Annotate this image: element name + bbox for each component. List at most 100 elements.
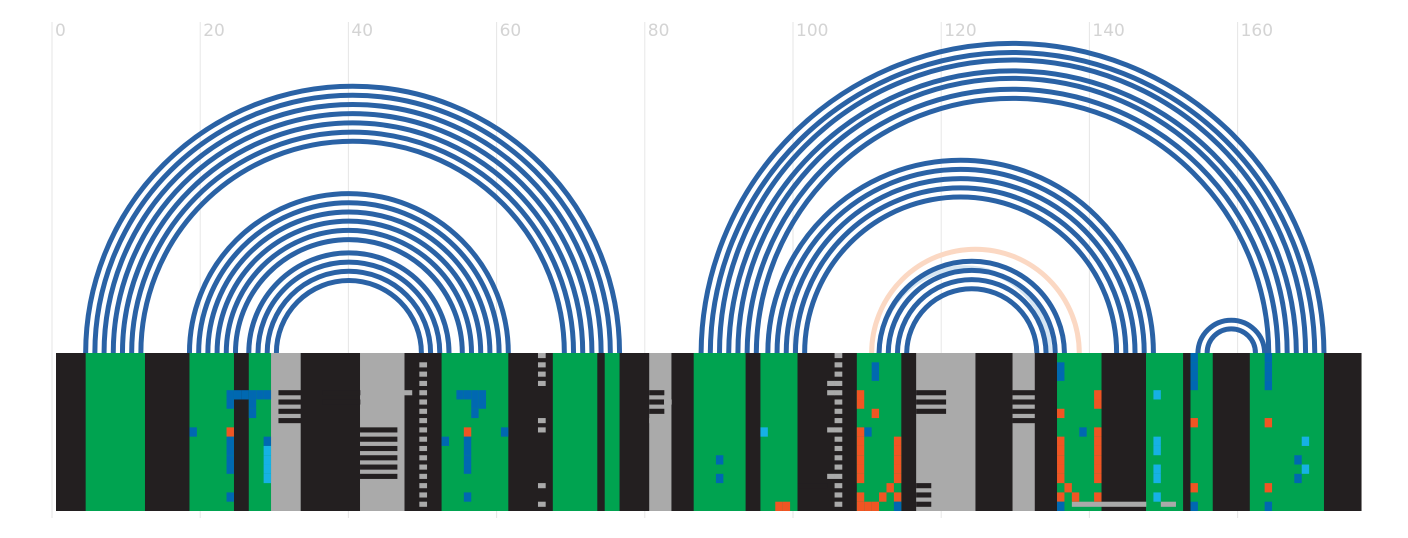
segment-unpaired <box>1034 353 1058 511</box>
mutation-cell <box>893 473 902 484</box>
mutation-cell <box>226 436 234 446</box>
tick-label-100: 100 <box>796 21 828 41</box>
segment-unpaired <box>975 353 1014 511</box>
mutation-cell <box>1264 483 1273 493</box>
mutation-cell <box>715 473 724 484</box>
mutation-cell <box>864 501 872 511</box>
arc-helix-0-pair-2 <box>101 101 604 354</box>
cell-unpaired <box>360 464 398 470</box>
mutation-cell <box>856 492 865 502</box>
mutation-cell <box>471 390 479 400</box>
cell-gap <box>827 427 835 433</box>
segment-paired <box>248 353 272 511</box>
arc-helix-0-pair-3 <box>110 111 595 354</box>
cell-unpaired <box>649 408 665 414</box>
arc-helix-3-pair-6 <box>753 95 1272 354</box>
mutation-cell <box>463 445 472 456</box>
cell-gap <box>664 399 672 405</box>
cell-unpaired <box>360 436 398 442</box>
mutation-cell <box>1190 353 1198 363</box>
cell-gap <box>834 464 843 470</box>
mutation-cell <box>463 455 472 465</box>
cell-gap <box>537 371 546 377</box>
tick-label-160: 160 <box>1241 21 1273 41</box>
mutation-cell <box>463 436 472 446</box>
base-pair-arcs <box>83 40 1327 354</box>
mutation-cell <box>1057 371 1065 381</box>
cell-gap <box>834 399 843 405</box>
arc-helix-3-pair-4 <box>735 75 1290 354</box>
segment-gap <box>271 353 302 511</box>
cell-gap <box>834 371 843 377</box>
mutation-cell <box>1057 464 1065 474</box>
mutation-cell <box>856 473 865 484</box>
cell-gap <box>419 362 428 368</box>
mutation-cell <box>226 399 234 409</box>
mutation-cell <box>1094 464 1102 474</box>
cell-gap <box>419 492 428 498</box>
mutation-cell <box>1190 371 1198 381</box>
tick-label-20: 20 <box>203 21 225 41</box>
mutation-cell <box>1057 473 1065 484</box>
mutation-cell <box>1064 483 1072 493</box>
mutation-cell <box>1094 427 1102 437</box>
mutation-cell <box>1094 455 1102 465</box>
cell-gap <box>834 353 843 359</box>
tick-label-80: 80 <box>648 21 670 41</box>
cell-gap <box>419 483 428 489</box>
segment-unpaired <box>619 353 650 511</box>
cell-gap <box>419 445 428 452</box>
arc-helix-4-pair-4 <box>802 194 1120 354</box>
mutation-cell <box>856 455 865 465</box>
cell-unpaired <box>916 390 947 396</box>
cell-gap <box>834 492 843 498</box>
mutation-cell <box>1071 492 1080 502</box>
segment-unpaired <box>1212 353 1251 511</box>
mutation-cell <box>1094 492 1102 502</box>
arc-helix-3-pair-2 <box>717 57 1309 354</box>
mutation-cell <box>1294 455 1302 465</box>
cell-gap <box>834 473 843 479</box>
mutation-cell <box>871 371 880 381</box>
mutation-cell <box>893 464 902 474</box>
arc-helix-4-pair-2 <box>783 176 1138 354</box>
mutation-cell <box>263 473 272 484</box>
mutation-cell <box>1079 427 1087 437</box>
mutation-cell <box>856 427 865 437</box>
arc-helix-7-pair-2 <box>894 277 1049 354</box>
mutation-cell <box>226 427 234 437</box>
mutation-cell <box>1190 380 1198 391</box>
segment-unpaired <box>1323 353 1362 511</box>
cell-unpaired <box>916 399 947 405</box>
cell-unpaired <box>649 399 665 405</box>
mutation-cell <box>1153 492 1161 502</box>
cell-unpaired <box>916 408 947 414</box>
cell-unpaired <box>797 483 828 489</box>
segment-paired <box>1146 353 1184 511</box>
mutation-cell <box>263 436 272 446</box>
cell-gap <box>419 408 428 414</box>
cell-unpaired <box>916 483 932 489</box>
cell-gap <box>834 501 843 507</box>
mutation-cell <box>856 390 865 400</box>
arc-helix-2-pair-0 <box>246 250 452 354</box>
mutation-cell <box>1057 455 1065 465</box>
tick-label-120: 120 <box>944 21 976 41</box>
cell-unpaired <box>1012 399 1036 405</box>
mutation-cell <box>233 390 242 400</box>
cell-gap <box>360 483 398 489</box>
mutation-cell <box>893 445 902 456</box>
arc-helix-0-pair-0 <box>83 83 623 354</box>
mutation-cell <box>471 408 479 419</box>
mutation-cell <box>248 408 257 419</box>
segment-unpaired <box>671 353 695 511</box>
cell-gap <box>834 390 843 396</box>
cell-gap <box>537 501 546 507</box>
cell-unpaired <box>1012 390 1036 396</box>
arc-helix-1-pair-1 <box>196 200 502 354</box>
mutation-cell <box>226 455 234 465</box>
segment-paired <box>693 353 747 511</box>
mutation-cell <box>226 445 234 456</box>
cell-unpaired <box>278 408 301 414</box>
